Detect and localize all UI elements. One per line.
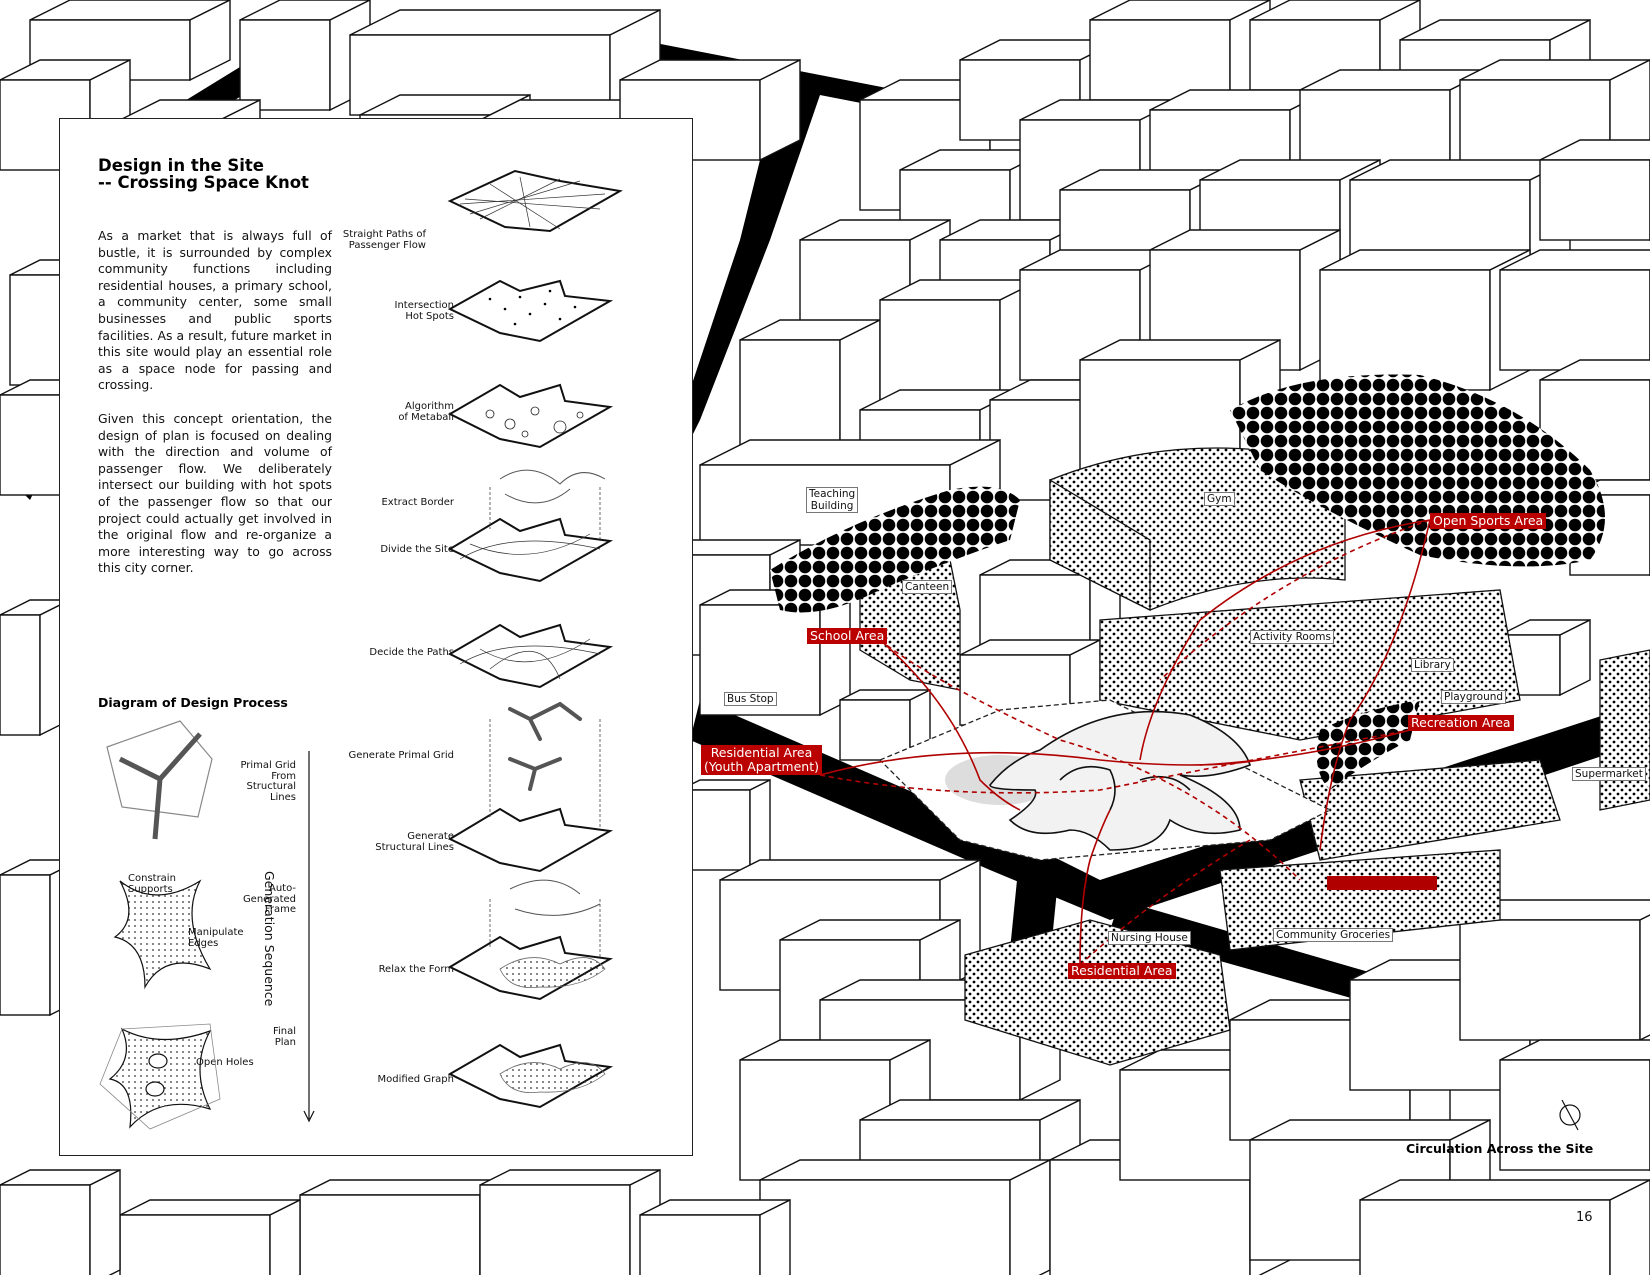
label-community-groceries: Community Groceries: [1273, 928, 1393, 942]
label-nursing-house: Nursing House: [1108, 931, 1191, 945]
building-block: [1640, 900, 1650, 1040]
building-block: [760, 1180, 1010, 1275]
building-block: [840, 700, 910, 760]
building-block: [760, 1160, 1050, 1180]
building-block: [1360, 1180, 1650, 1200]
red-marker: [1327, 876, 1437, 890]
label-gym: Gym: [1204, 492, 1235, 506]
thumb-structural: [450, 809, 610, 871]
drawing-caption: Circulation Across the Site: [1406, 1141, 1593, 1156]
label-open-sports-area: Open Sports Area: [1430, 513, 1546, 529]
building-block: [1010, 1160, 1050, 1275]
thumb-metaball: [450, 385, 610, 447]
text-panel: Design in the Site -- Crossing Space Kno…: [59, 118, 693, 1156]
building-block: [1090, 20, 1230, 100]
building-block: [0, 875, 50, 1015]
label-supermarket: Supermarket: [1572, 767, 1646, 781]
process-diagrams: [60, 119, 694, 1157]
building-block: [240, 20, 330, 110]
label-playground: Playground: [1441, 690, 1506, 704]
building-block: [350, 10, 660, 35]
building-block: [0, 1185, 90, 1275]
building-block: [700, 440, 1000, 465]
thumb-decide-paths: [450, 625, 610, 687]
building-block: [1320, 270, 1490, 390]
building-block: [1360, 1200, 1610, 1275]
building-block: [1500, 270, 1650, 370]
building-block: [640, 1215, 760, 1275]
label-bus-stop: Bus Stop: [724, 692, 777, 706]
thumb-straight-paths: [450, 171, 620, 231]
building-block: [300, 1195, 480, 1275]
label-residential-area-youth: Residential Area (Youth Apartment): [701, 745, 822, 775]
building-block: [1250, 1120, 1490, 1140]
building-block: [90, 1170, 120, 1275]
thumb-divide-site: [450, 519, 610, 581]
auto-frame: [115, 881, 210, 987]
building-block: [1460, 920, 1640, 1040]
building-block: [750, 780, 770, 870]
label-teaching-building: Teaching Building: [806, 487, 858, 513]
building-block: [480, 1185, 630, 1275]
building-block: [120, 1215, 270, 1275]
page-number: 16: [1576, 1210, 1593, 1225]
building-block: [720, 860, 980, 880]
building-block: [300, 1180, 510, 1195]
label-activity-rooms: Activity Rooms: [1250, 630, 1334, 644]
label-school-area: School Area: [807, 628, 887, 644]
thumb-hot-spots: [450, 281, 610, 341]
building-block: [0, 615, 40, 735]
label-recreation-area: Recreation Area: [1408, 715, 1514, 731]
building-block: [1540, 160, 1650, 240]
label-library: Library: [1411, 658, 1454, 672]
label-residential-area: Residential Area: [1068, 963, 1176, 979]
final-plan: [110, 1029, 210, 1127]
label-canteen: Canteen: [902, 580, 952, 594]
